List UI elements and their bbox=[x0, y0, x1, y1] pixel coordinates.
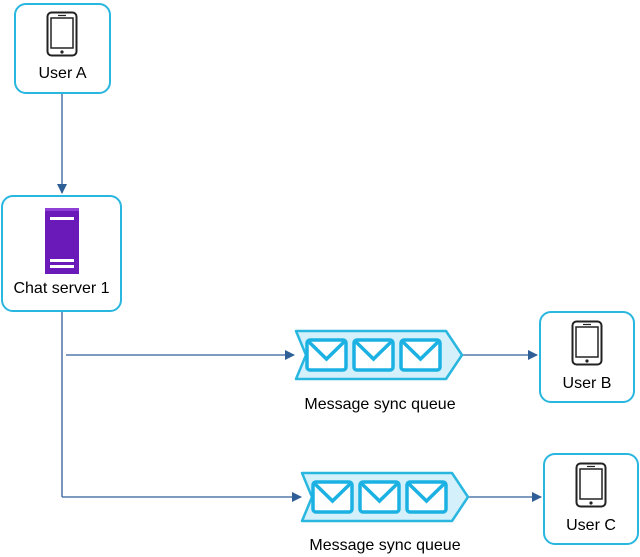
envelope-icon bbox=[399, 338, 442, 372]
user-c-label: User C bbox=[566, 517, 616, 534]
chat-server-node: Chat server 1 bbox=[1, 195, 122, 312]
phone-icon bbox=[571, 320, 603, 366]
user-a-node: User A bbox=[14, 3, 111, 94]
user-a-label: User A bbox=[38, 65, 87, 82]
envelope-icon bbox=[352, 338, 395, 372]
server-icon bbox=[45, 208, 79, 274]
envelope-icon bbox=[311, 480, 354, 514]
phone-icon bbox=[46, 11, 78, 57]
envelope-icon bbox=[405, 480, 448, 514]
queue-1-label: Message sync queue bbox=[304, 396, 456, 413]
envelope-icon bbox=[305, 338, 348, 372]
user-c-node: User C bbox=[543, 453, 639, 545]
chat-server-label: Chat server 1 bbox=[13, 280, 110, 297]
message-sync-queue-2 bbox=[300, 471, 470, 523]
envelope-icon bbox=[358, 480, 401, 514]
user-b-node: User B bbox=[539, 311, 635, 403]
message-sync-queue-1 bbox=[294, 329, 464, 381]
phone-icon bbox=[575, 462, 607, 508]
queue-2-label: Message sync queue bbox=[309, 537, 461, 554]
user-b-label: User B bbox=[562, 375, 612, 392]
